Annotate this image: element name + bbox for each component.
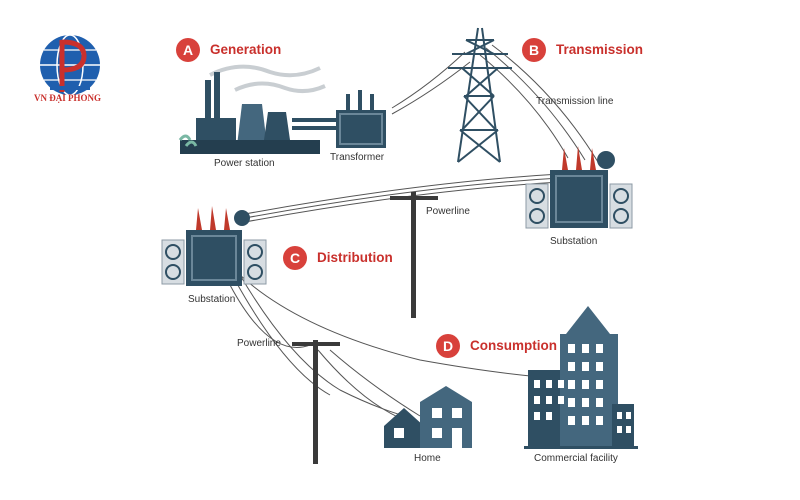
wire-substation-to-substation <box>244 181 561 223</box>
commercial-facility-illustration <box>524 306 638 449</box>
commercial-facility-label: Commercial facility <box>534 453 618 464</box>
home-label: Home <box>414 453 441 464</box>
transformer-illustration <box>336 90 386 148</box>
transmission-tower-illustration <box>448 27 512 163</box>
stage-c-title: Distribution <box>317 250 393 265</box>
wire-pole-to-home <box>317 349 401 419</box>
stage-c-badge: C <box>283 246 307 270</box>
wire-substation-to-consumers <box>234 279 331 396</box>
brand-name: VN ĐẠI PHONG <box>34 93 101 103</box>
wire-pole-to-home <box>329 349 421 417</box>
stage-a-badge: A <box>176 38 200 62</box>
stage-b-title: Transmission <box>556 42 644 57</box>
wire-substation-to-substation <box>244 173 561 215</box>
transmission-line-label: Transmission line <box>536 96 614 107</box>
wire-tower-to-substation <box>485 47 586 161</box>
power-station-illustration <box>178 64 340 154</box>
substation-right-label: Substation <box>550 236 598 247</box>
utility-pole-upper <box>390 192 438 318</box>
brand-logo <box>40 34 100 96</box>
powerline-lower-label: Powerline <box>237 338 281 349</box>
stage-d-badge: D <box>436 334 460 358</box>
utility-pole-lower <box>292 340 340 464</box>
transformer-label: Transformer <box>330 152 385 163</box>
stage-a-title: Generation <box>210 42 282 57</box>
wire-substation-to-consumers <box>239 274 413 419</box>
substation-left-label: Substation <box>188 294 236 305</box>
wire-transformer-to-tower <box>391 51 466 109</box>
stage-b-badge: B <box>522 38 546 62</box>
powerline-upper-label: Powerline <box>426 206 470 217</box>
wire-substation-to-consumers <box>229 284 311 348</box>
wire-tower-to-substation <box>491 44 599 163</box>
stage-d-title: Consumption <box>470 338 557 353</box>
wire-tower-to-substation <box>479 54 569 159</box>
substation-right-illustration <box>525 146 633 229</box>
home-illustration <box>384 386 472 448</box>
power-station-label: Power station <box>214 158 275 169</box>
substation-left-illustration <box>161 206 267 286</box>
wire-transformer-to-tower <box>391 61 471 115</box>
